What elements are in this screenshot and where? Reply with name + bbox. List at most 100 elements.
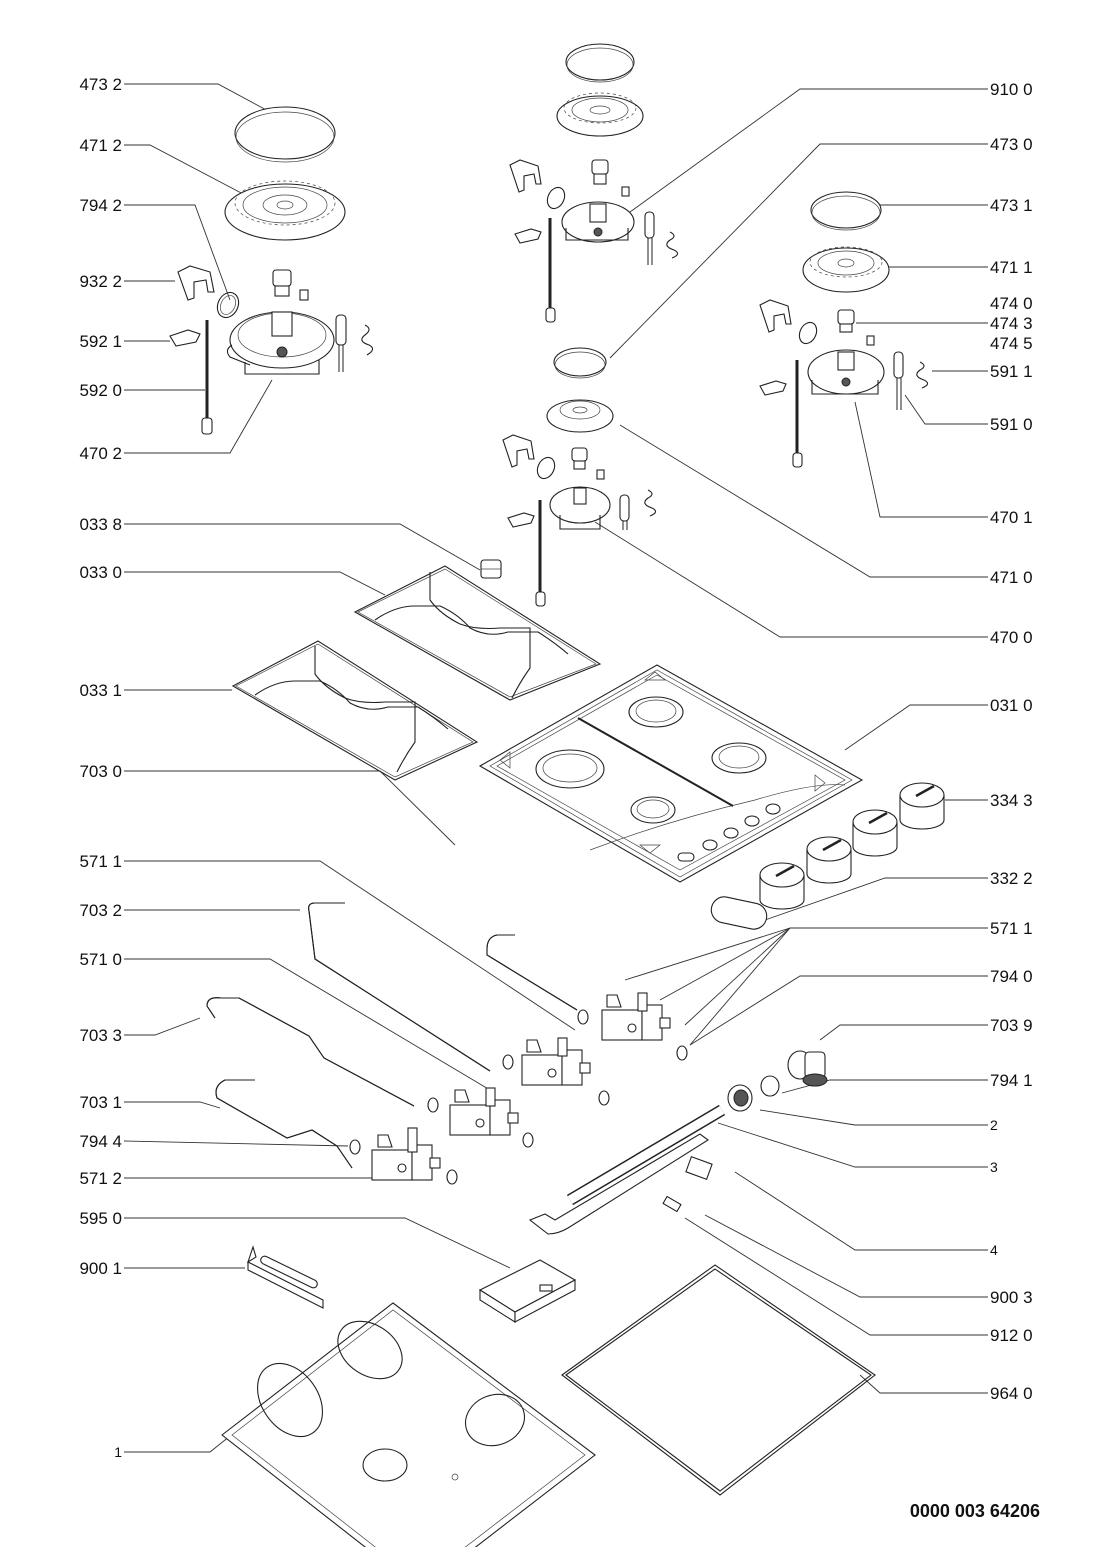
leader-470-0: [594, 521, 988, 638]
burner-cap-large: [234, 106, 336, 160]
hob-burner-openings: [535, 696, 767, 824]
label-703-0: 703 0: [79, 762, 122, 781]
label-470-0: 470 0: [990, 628, 1033, 647]
leader-910-0: [629, 88, 988, 213]
label-703-9: 703 9: [990, 1016, 1033, 1035]
label-474-0: 474 0: [990, 294, 1033, 313]
control-knobs: [710, 782, 945, 930]
leader-571-1: [124, 860, 576, 1031]
label-794-4: 794 4: [79, 1132, 122, 1151]
label-470-2: 470 2: [79, 444, 122, 463]
label-2: 2: [990, 1117, 998, 1133]
label-473-1: 473 1: [990, 196, 1033, 215]
burner-rear-assembly: [509, 43, 679, 323]
leader-471-0: [619, 424, 988, 578]
label-474-3: 474 3: [990, 314, 1033, 333]
leader-703-3: [124, 1017, 201, 1036]
knob-holes: [677, 803, 781, 862]
label-703-2: 703 2: [79, 901, 122, 920]
label-592-0: 592 0: [79, 381, 122, 400]
label-033-1: 033 1: [79, 681, 122, 700]
label-031-0: 031 0: [990, 696, 1033, 715]
leader-332-2: [764, 877, 988, 921]
electrode-clip-592-1: [169, 329, 201, 347]
gasket-794-4: [349, 1139, 361, 1155]
label-033-0: 033 0: [79, 563, 122, 582]
leader-2: [759, 1109, 988, 1126]
injector-large: [272, 269, 292, 287]
pipe-703-1: [215, 1079, 353, 1169]
leader-794-1: [781, 1079, 988, 1094]
screw-912-0: [662, 1195, 682, 1213]
label-912-0: 912 0: [990, 1326, 1033, 1345]
knob: [759, 862, 805, 910]
knob: [806, 836, 852, 884]
label-473-2: 473 2: [79, 75, 122, 94]
leader-964-0: [859, 1374, 988, 1394]
label-703-1: 703 1: [79, 1093, 122, 1112]
leader-031-0: [844, 704, 988, 751]
valve-571-2: [371, 1127, 458, 1185]
burner-base-small: [549, 486, 611, 524]
label-900-3: 900 3: [990, 1288, 1033, 1307]
label-471-2: 471 2: [79, 136, 122, 155]
burner-cap-right: [810, 191, 882, 229]
label-591-0: 591 0: [990, 415, 1033, 434]
label-964-0: 964 0: [990, 1384, 1033, 1403]
leader-703-1: [124, 1101, 221, 1109]
leader-794-4: [123, 1140, 349, 1147]
label-334-3: 334 3: [990, 791, 1033, 810]
burner-crown-rear: [556, 95, 644, 137]
gasket-794-2: [216, 291, 240, 319]
valve-571-0: [427, 1087, 534, 1148]
label-595-0: 595 0: [79, 1209, 122, 1228]
pan-support-left: [231, 640, 479, 781]
leader-900-3: [704, 1214, 988, 1298]
ramp-bracket-4: [528, 1133, 709, 1235]
leader-4: [734, 1171, 988, 1251]
label-1: 1: [114, 1444, 122, 1460]
knob: [852, 809, 898, 857]
label-794-0: 794 0: [990, 967, 1033, 986]
valve-right: [577, 992, 688, 1061]
leader-470-2: [124, 379, 273, 454]
label-932-2: 932 2: [79, 272, 122, 291]
ignition-button-332-2: [710, 896, 768, 930]
leader-1: [124, 1431, 236, 1453]
seal-gasket-964-0: [561, 1264, 876, 1496]
screw-large: [299, 289, 309, 301]
leader-794-2: [124, 204, 231, 301]
leader-591-0: [904, 394, 988, 425]
label-900-1: 900 1: [79, 1259, 122, 1278]
label-033-8: 033 8: [79, 515, 122, 534]
ignition-hole: [677, 852, 695, 862]
label-3: 3: [990, 1159, 998, 1175]
gas-pipes: [206, 902, 578, 1169]
leader-473-2: [124, 83, 271, 113]
gas-valves: [349, 992, 688, 1185]
leader-473-0: [609, 143, 988, 359]
spring-clip: [361, 324, 374, 356]
gasket-794-0: [676, 1045, 688, 1061]
burner-right-assembly: [759, 191, 929, 468]
label-474-5: 474 5: [990, 334, 1033, 353]
part-labels-right: 910 0 473 0 473 1 471 1 474 0 474 3 474 …: [990, 80, 1033, 1403]
document-number: 0000 003 64206: [910, 1501, 1040, 1521]
burner-crown-right: [802, 247, 890, 293]
clamp-900-3: [685, 1156, 713, 1180]
spring-591-1: [916, 361, 929, 389]
label-571-2: 571 2: [79, 1169, 122, 1188]
label-591-1: 591 1: [990, 362, 1033, 381]
valve-571-1: [502, 1037, 610, 1106]
leader-lines: [123, 83, 988, 1453]
pan-supports: [231, 565, 602, 781]
burner-small-assembly: [480, 347, 657, 607]
pan-support-right: [353, 565, 602, 701]
burner-cap-small: [553, 347, 607, 377]
leader-470-1: [854, 401, 988, 518]
label-470-1: 470 1: [990, 508, 1033, 527]
pipe-703-0: [486, 934, 578, 1011]
gasket-794-1: [760, 1075, 780, 1097]
part-labels-left: 473 2 471 2 794 2 932 2 592 1 592 0 470 …: [79, 75, 122, 1460]
